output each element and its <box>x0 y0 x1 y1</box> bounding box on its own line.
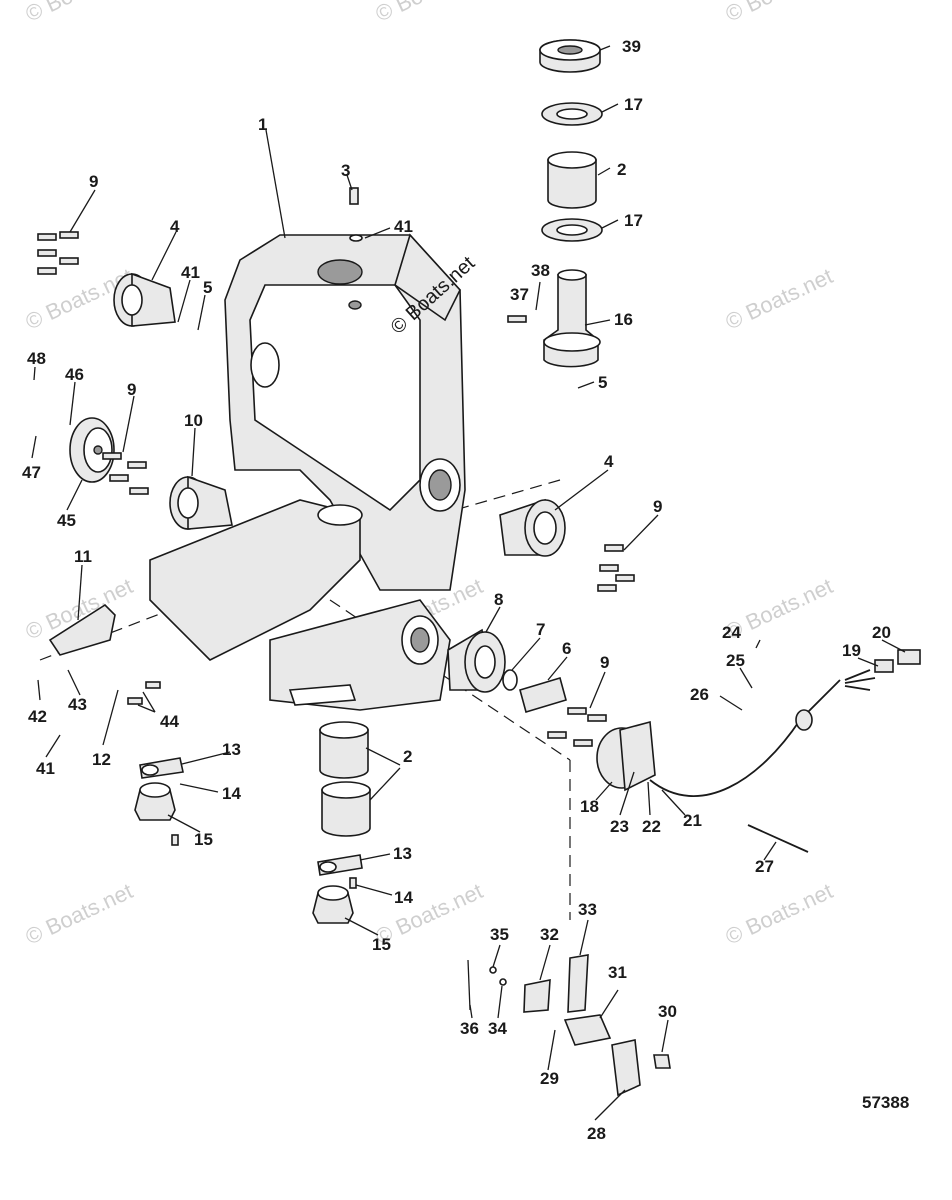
left-trunnion-lower <box>169 475 233 530</box>
callout-41: 41 <box>36 759 55 778</box>
callout-37: 37 <box>510 285 529 304</box>
callout-17: 17 <box>624 211 643 230</box>
callout-9: 9 <box>600 653 609 672</box>
callout-9: 9 <box>653 497 662 516</box>
callout-29: 29 <box>540 1069 559 1088</box>
callout-34: 34 <box>488 1019 507 1038</box>
callout-11: 11 <box>74 547 92 566</box>
callout-39: 39 <box>622 37 641 56</box>
callout-1: 1 <box>258 115 267 134</box>
callout-7: 7 <box>536 620 545 639</box>
shift-bracket-group <box>467 954 671 1097</box>
callout-41: 41 <box>181 263 200 282</box>
callout-5: 5 <box>598 373 607 392</box>
callout-4: 4 <box>170 217 180 236</box>
callout-36: 36 <box>460 1019 479 1038</box>
watermark: © Boats.net <box>722 263 837 334</box>
callout-3: 3 <box>341 161 350 180</box>
callout-27: 27 <box>755 857 774 876</box>
callout-14: 14 <box>394 888 413 907</box>
callout-30: 30 <box>658 1002 677 1021</box>
callout-4: 4 <box>604 452 614 471</box>
callout-6: 6 <box>562 639 571 658</box>
bracket <box>48 603 116 656</box>
callout-21: 21 <box>683 811 702 830</box>
callout-47: 47 <box>22 463 41 482</box>
cable-tie <box>747 824 809 853</box>
watermark: © Boats.net <box>22 0 137 27</box>
callout-43: 43 <box>68 695 87 714</box>
callout-48: 48 <box>27 349 46 368</box>
diagram-number: 57388 <box>862 1093 909 1112</box>
callout-2: 2 <box>617 160 626 179</box>
callout-10: 10 <box>184 411 203 430</box>
pivot-pin <box>502 669 567 714</box>
callout-44: 44 <box>160 712 179 731</box>
callout-17: 17 <box>624 95 643 114</box>
callout-26: 26 <box>690 685 709 704</box>
callout-31: 31 <box>608 963 627 982</box>
bumper <box>69 417 115 483</box>
callout-22: 22 <box>642 817 661 836</box>
callout-32: 32 <box>540 925 559 944</box>
callout-12: 12 <box>92 750 111 769</box>
watermark: © Boats.net <box>722 0 837 27</box>
callout-24: 24 <box>722 623 741 642</box>
callout-33: 33 <box>578 900 597 919</box>
callout-40: 41 <box>394 217 413 236</box>
callout-38: 38 <box>531 261 550 280</box>
callout-42: 42 <box>28 707 47 726</box>
trim-sender <box>596 649 921 797</box>
watermark: © Boats.net <box>722 878 837 949</box>
callout-15: 15 <box>194 830 213 849</box>
callout-20: 20 <box>872 623 891 642</box>
callout-13: 13 <box>222 740 241 759</box>
callout-16: 16 <box>614 310 633 329</box>
callout-45: 45 <box>57 511 76 530</box>
nuts <box>134 782 354 924</box>
bolts <box>37 187 635 889</box>
trunnion-bearing <box>447 628 506 693</box>
steering-pivot-stack <box>539 39 603 368</box>
callout-13: 13 <box>393 844 412 863</box>
callout-8: 8 <box>494 590 503 609</box>
left-trunnion <box>113 272 176 327</box>
gimbal-housing <box>149 233 466 711</box>
callout-5: 5 <box>203 278 212 297</box>
callout-9: 9 <box>89 172 98 191</box>
callout-14: 14 <box>222 784 241 803</box>
callout-23: 23 <box>610 817 629 836</box>
callout-2: 2 <box>403 747 412 766</box>
ground-straps <box>139 757 363 876</box>
callout-18: 18 <box>580 797 599 816</box>
right-trunnion <box>499 498 566 557</box>
callout-15: 15 <box>372 935 391 954</box>
callout-9: 9 <box>127 380 136 399</box>
callout-46: 46 <box>65 365 84 384</box>
sleeves <box>319 721 371 837</box>
watermark: © Boats.net <box>372 0 487 27</box>
leader-lines <box>31 45 906 1121</box>
callout-25: 25 <box>726 651 745 670</box>
callout-28: 28 <box>587 1124 606 1143</box>
callout-35: 35 <box>490 925 509 944</box>
callout-19: 19 <box>842 641 861 660</box>
watermark: © Boats.net <box>22 878 137 949</box>
